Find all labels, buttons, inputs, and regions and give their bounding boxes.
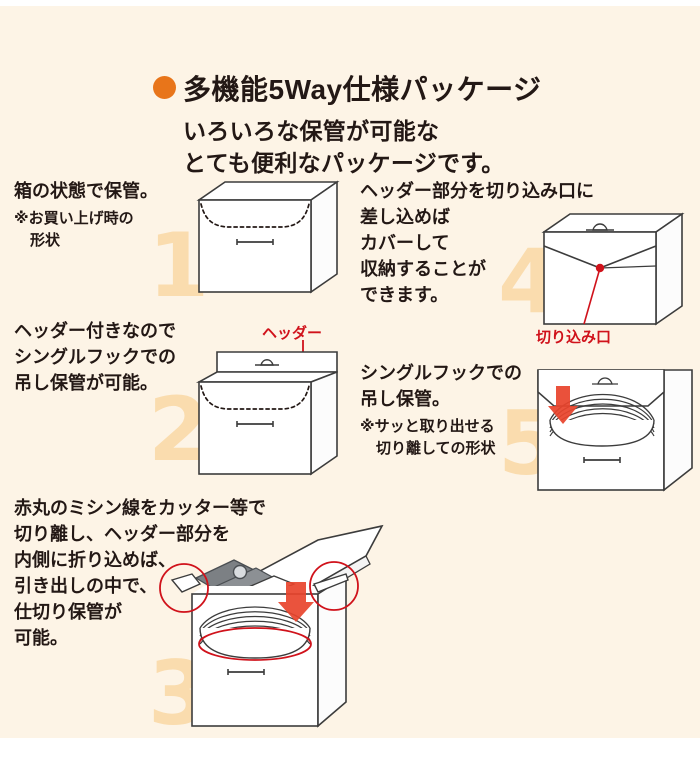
step-3-line-6: 可能。 [14,628,68,648]
step-5-line-1: シングルフックでの [360,363,522,383]
step-3-line-1: 赤丸のミシン線をカッター等で [14,498,266,518]
step-5-illustration [537,369,693,492]
page-subtitle-line1: いろいろな保管が可能な [183,118,440,144]
step-3-line-4: 引き出しの中で、 [14,576,158,596]
step-4-annotation-label: 切り込み口 [536,329,612,346]
step-1-note-1: ※お買い上げ時の [14,210,134,227]
step-3-text: 赤丸のミシン線をカッター等で 切り離し、ヘッダー部分を 内側に折り込めば、 引き… [14,495,266,651]
step-2-text: ヘッダー付きなので シングルフックでの 吊し保管が可能。 [14,318,176,396]
step-1-illustration [196,180,340,294]
header-block: 多機能5Way仕様パッケージ いろいろな保管が可能な とても便利なパッケージです… [0,30,700,176]
step-5-line-2: 吊し保管。 [360,389,450,409]
step-4-line-1: ヘッダー部分を切り込み口に [360,181,594,201]
step-4-text: ヘッダー部分を切り込み口に 差し込めば カバーして 収納することが できます。 [360,178,594,308]
step-4-line-5: できます。 [360,285,449,305]
step-1-line-1: 箱の状態で保管。 [14,181,158,201]
step-3-line-2: 切り離し、ヘッダー部分を [14,524,230,544]
step-1-note-2: 形状 [30,232,61,249]
step-3-line-3: 内側に折り込めば、 [14,550,176,570]
step-2-line-3: 吊し保管が可能。 [14,373,158,393]
step-2-annotation-label: ヘッダー [262,325,323,342]
step-2-line-1: ヘッダー付きなので [14,321,176,341]
step-4-annotation-leader [583,267,601,325]
step-2-illustration [195,351,338,476]
bullet-icon [153,76,176,99]
step-5-text: シングルフックでの 吊し保管。 ※サッと取り出せる 切り離しての形状 [360,360,522,460]
step-4-line-2: 差し込めば [360,207,450,227]
step-3-line-5: 仕切り保管が [14,602,122,622]
page-title: 多機能5Way仕様パッケージ [183,74,542,105]
step-4-illustration [541,212,685,326]
step-1-text: 箱の状態で保管。 ※お買い上げ時の 形状 [14,178,158,252]
page-subtitle-line2: とても便利なパッケージです。 [183,150,505,176]
step-5-note-1: ※サッと取り出せる [360,418,495,435]
step-5-note-2: 切り離しての形状 [376,440,496,457]
step-2-line-2: シングルフックでの [14,347,176,367]
step-4-line-4: 収納することが [360,259,486,279]
step-4-line-3: カバーして [360,233,450,253]
step-3-illustration [159,524,384,728]
